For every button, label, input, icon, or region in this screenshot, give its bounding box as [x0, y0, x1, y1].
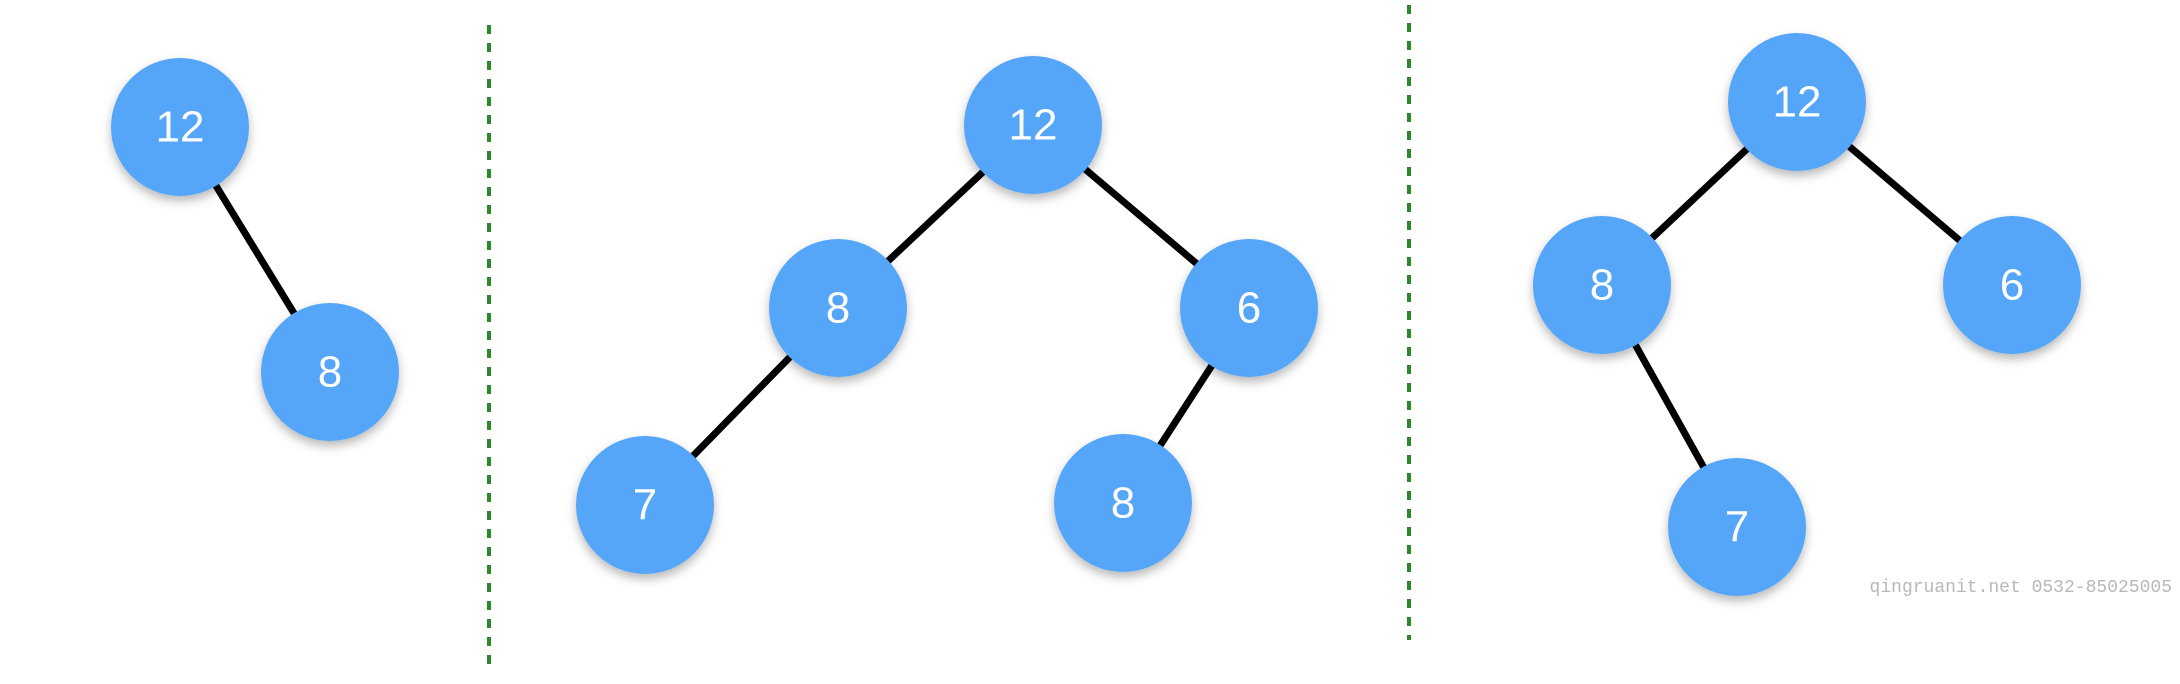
node-label: 12: [1773, 78, 1822, 127]
node-label: 12: [1009, 101, 1058, 150]
node-12: 12: [964, 56, 1102, 194]
node-7: 7: [1668, 458, 1806, 596]
node-label: 7: [1725, 503, 1749, 552]
node-8: 8: [261, 303, 399, 441]
node-12: 12: [1728, 33, 1866, 171]
node-8: 8: [1054, 434, 1192, 572]
node-label: 8: [826, 284, 850, 333]
node-label: 6: [1237, 284, 1261, 333]
node-label: 8: [1590, 261, 1614, 310]
node-label: 6: [2000, 261, 2024, 310]
node-7: 7: [576, 436, 714, 574]
node-8: 8: [1533, 216, 1671, 354]
node-label: 8: [318, 348, 342, 397]
watermark-text: qingruanit.net 0532-85025005: [1869, 578, 2172, 598]
node-12: 12: [111, 58, 249, 196]
node-label: 8: [1111, 479, 1135, 528]
node-6: 6: [1943, 216, 2081, 354]
node-6: 6: [1180, 239, 1318, 377]
tree-1: 12 8: [111, 58, 399, 441]
node-label: 7: [633, 481, 657, 530]
tree-2: 12 8 6 7 8: [576, 56, 1318, 574]
node-8: 8: [769, 239, 907, 377]
tree-3: 12 8 6 7: [1533, 33, 2081, 596]
node-label: 12: [156, 103, 205, 152]
